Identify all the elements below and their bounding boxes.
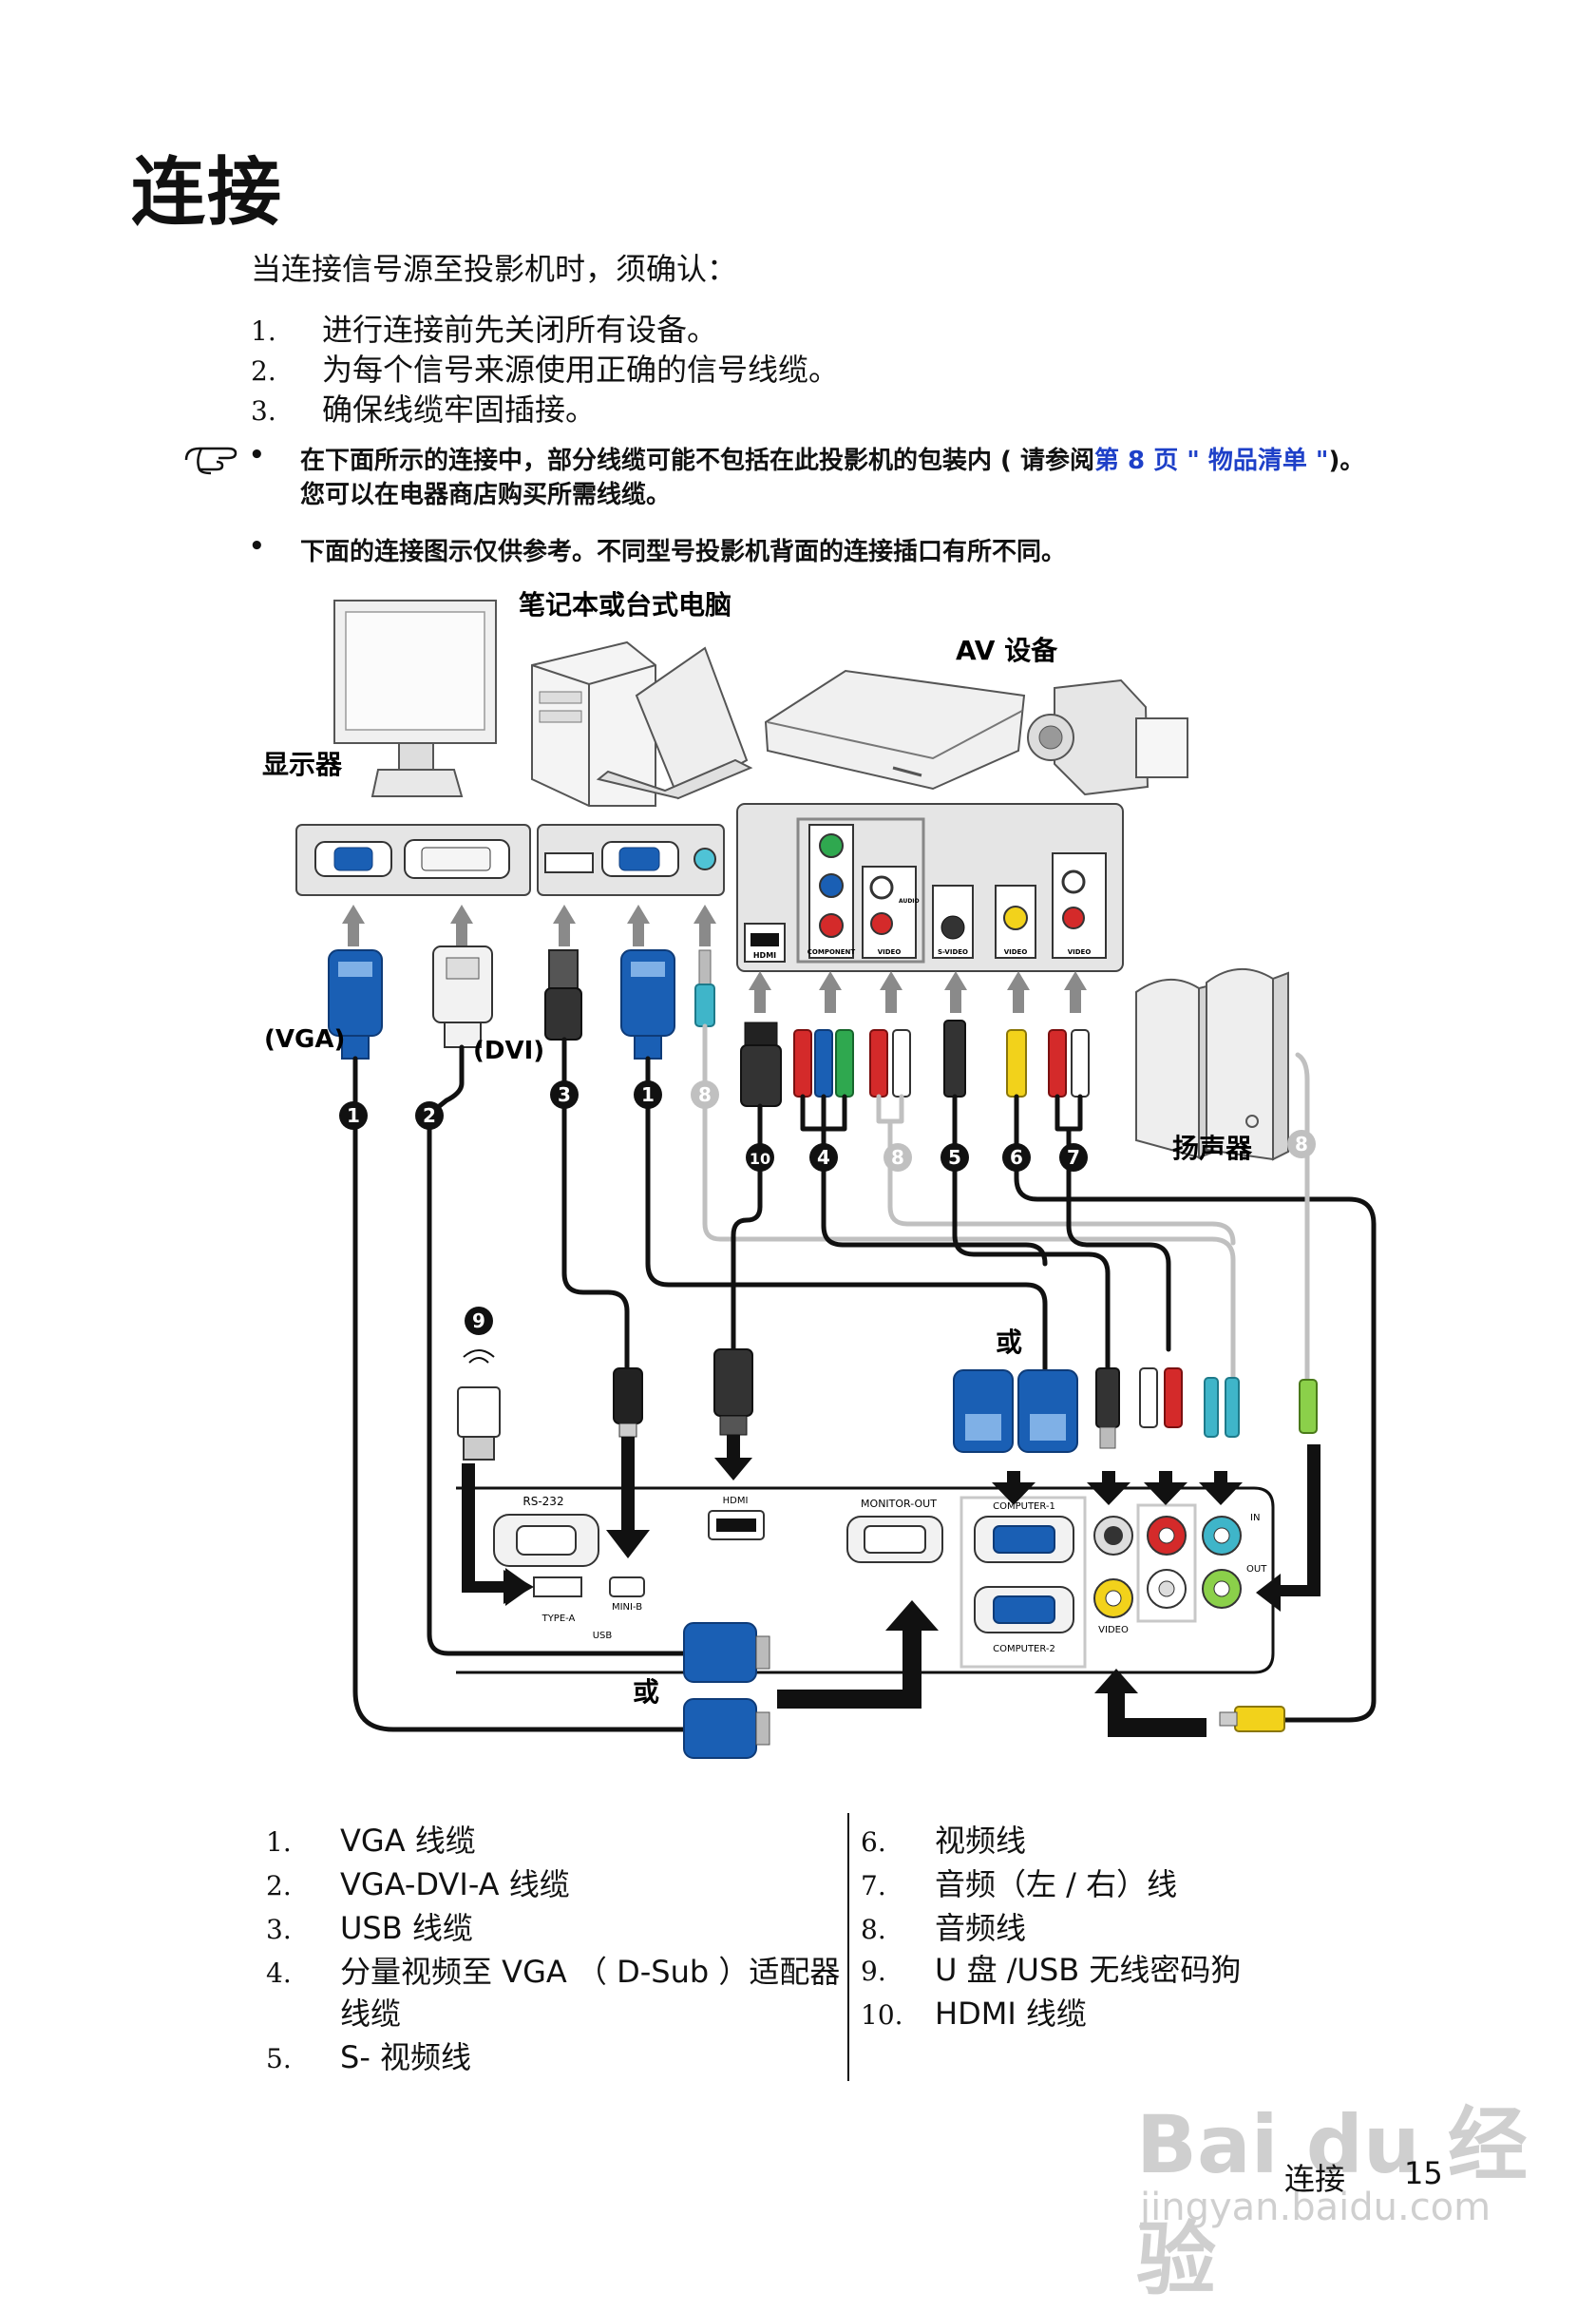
svg-text:VIDEO: VIDEO xyxy=(1098,1625,1129,1635)
svg-text:2: 2 xyxy=(423,1104,436,1127)
step-item: 3.确保线缆牢固插接。 xyxy=(251,392,597,428)
svg-text:TYPE-A: TYPE-A xyxy=(542,1614,576,1624)
svg-text:7: 7 xyxy=(1067,1146,1080,1169)
svg-text:S-VIDEO: S-VIDEO xyxy=(938,948,968,956)
speaker-icon xyxy=(1135,967,1289,1161)
intro-text: 当连接信号源至投影机时，须确认： xyxy=(251,251,738,287)
svg-text:HDMI: HDMI xyxy=(753,951,776,960)
step-item: 2.为每个信号来源使用正确的信号线缆。 xyxy=(251,352,840,388)
svg-text:8: 8 xyxy=(698,1083,712,1106)
page-ref-link[interactable]: 第 8 页 " 物品清单 " xyxy=(1094,447,1329,475)
legend-item: 3.USB 线缆 xyxy=(266,1910,473,1946)
bullet-dot: • xyxy=(249,441,265,469)
svg-text:8: 8 xyxy=(1295,1133,1308,1156)
dvd-player-icon xyxy=(764,669,1026,791)
usb-dongle-icon xyxy=(457,1349,501,1461)
watermark-url: jingyan.baidu.com xyxy=(1140,2186,1492,2229)
monitor-icon xyxy=(333,600,497,797)
svg-text:USB: USB xyxy=(593,1631,613,1641)
legend-item: 5.S- 视频线 xyxy=(266,2039,472,2075)
legend-item: 线缆 xyxy=(340,1996,402,2032)
svg-text:AUDIO: AUDIO xyxy=(899,898,920,905)
camcorder-icon xyxy=(1027,678,1188,796)
desktop-tower-icon xyxy=(531,640,656,807)
legend-item: 9.U 盘 /USB 无线密码狗 xyxy=(861,1952,1242,1988)
legend-item: 8.音频线 xyxy=(861,1910,1027,1946)
svg-text:OUT: OUT xyxy=(1246,1564,1267,1575)
svg-text:IN: IN xyxy=(1250,1513,1260,1523)
page-title: 连接 xyxy=(131,150,284,236)
label-or: 或 xyxy=(996,1327,1022,1358)
label-vga: (VGA) xyxy=(264,1025,345,1054)
rca-plugs xyxy=(793,1020,1090,1098)
note-2: 下面的连接图示仅供参考。不同型号投影机背面的连接插口有所不同。 xyxy=(300,538,1067,566)
legend-item: 7.音频（左 / 右）线 xyxy=(861,1866,1178,1902)
bullet-dot: • xyxy=(249,532,265,561)
legend-item: 2.VGA-DVI-A 线缆 xyxy=(266,1866,570,1902)
legend-item: 10.HDMI 线缆 xyxy=(861,1996,1087,2032)
step-item: 1.进行连接前先关闭所有设备。 xyxy=(251,312,718,348)
insertion-arrows xyxy=(462,1435,1320,1737)
svg-text:COMPUTER-2: COMPUTER-2 xyxy=(993,1644,1055,1654)
label-or: 或 xyxy=(633,1676,659,1708)
svg-text:COMPONENT: COMPONENT xyxy=(808,948,856,956)
legend-divider xyxy=(847,1813,849,2081)
cable-badges: 1 2 3 1 8 10 4 8 5 6 7 8 9 xyxy=(339,1080,1316,1335)
svg-text:VIDEO: VIDEO xyxy=(1068,948,1092,956)
svg-text:6: 6 xyxy=(1010,1146,1023,1169)
label-monitor: 显示器 xyxy=(262,749,343,780)
label-av: AV 设备 xyxy=(956,635,1058,666)
connection-diagram: HDMI COMPONENT AUDIO VIDEO S-VIDEO VIDEO… xyxy=(262,589,1377,1759)
footer-section: 连接 xyxy=(1284,2161,1346,2197)
svg-text:9: 9 xyxy=(472,1309,485,1332)
legend-item: 1.VGA 线缆 xyxy=(266,1823,476,1859)
note-1-line2: 您可以在电器商店购买所需线缆。 xyxy=(300,481,672,509)
svg-text:4: 4 xyxy=(817,1146,830,1169)
svg-text:RS-232: RS-232 xyxy=(522,1495,563,1508)
svg-text:MONITOR-OUT: MONITOR-OUT xyxy=(861,1498,937,1510)
svg-text:1: 1 xyxy=(641,1083,655,1106)
up-arrows xyxy=(342,905,1087,1013)
pointing-hand-icon xyxy=(184,447,238,475)
svg-text:1: 1 xyxy=(347,1104,360,1127)
note-1: 在下面所示的连接中，部分线缆可能不包括在此投影机的包装内 ( 请参阅第 8 页 … xyxy=(300,447,1365,475)
svg-text:MINI-B: MINI-B xyxy=(612,1602,642,1613)
watermark-brand: Bai du 经验 xyxy=(1136,2098,1528,2306)
svg-text:HDMI: HDMI xyxy=(723,1496,749,1506)
label-dvi: (DVI) xyxy=(473,1037,544,1065)
usb-connector xyxy=(548,949,579,989)
svg-text:VIDEO: VIDEO xyxy=(878,948,902,956)
label-computer: 笔记本或台式电脑 xyxy=(519,589,732,621)
svg-text:3: 3 xyxy=(558,1083,571,1106)
label-speaker: 扬声器 xyxy=(1172,1133,1253,1164)
legend-item: 6.视频线 xyxy=(861,1823,1027,1859)
svg-text:10: 10 xyxy=(750,1150,770,1168)
svg-text:COMPUTER-1: COMPUTER-1 xyxy=(993,1501,1055,1512)
legend-item: 4.分量视频至 VGA （ D-Sub ）适配器 xyxy=(266,1954,841,1990)
page-number: 15 xyxy=(1404,2155,1443,2191)
svg-text:8: 8 xyxy=(891,1146,904,1169)
svg-text:VIDEO: VIDEO xyxy=(1004,948,1028,956)
laptop-icon xyxy=(596,646,753,800)
svg-text:5: 5 xyxy=(948,1146,961,1169)
